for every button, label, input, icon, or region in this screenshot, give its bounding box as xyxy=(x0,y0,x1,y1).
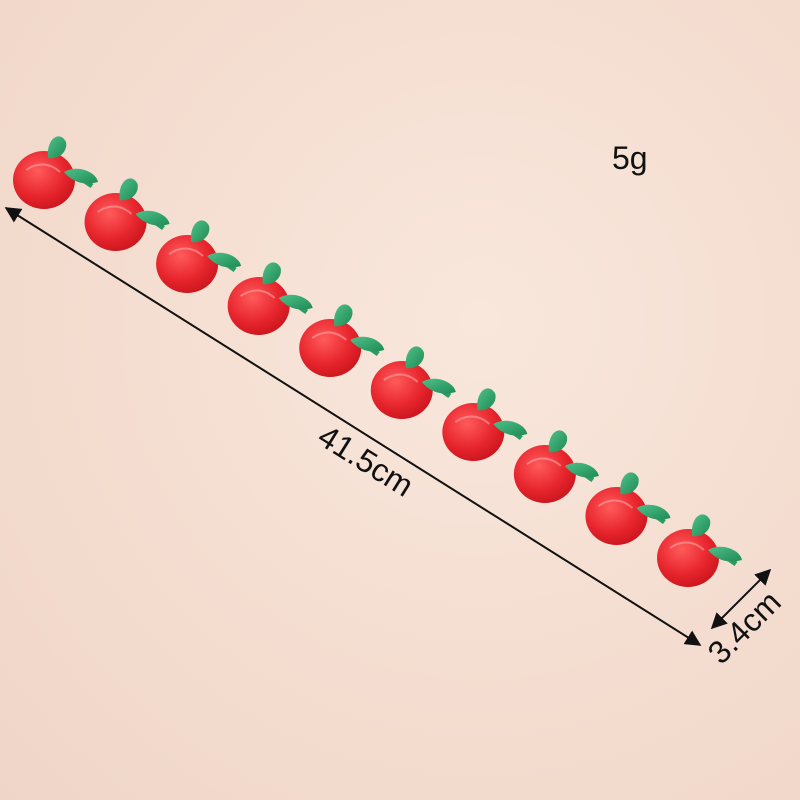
leaf-icon xyxy=(708,546,742,562)
apple-trim-row xyxy=(13,136,742,587)
apple-motif xyxy=(13,136,98,209)
leaf-icon xyxy=(691,514,711,537)
apple-motif xyxy=(513,430,599,503)
leaf-icon xyxy=(620,472,639,495)
leaf-icon xyxy=(47,136,67,159)
apple-highlight xyxy=(25,163,61,173)
leaf-icon xyxy=(190,220,210,243)
leaf-icon xyxy=(262,262,281,285)
width-measure-line xyxy=(710,568,772,630)
apple-motif xyxy=(156,220,242,293)
apple-motif xyxy=(227,262,313,335)
apple-motif xyxy=(442,388,528,461)
apple-shape xyxy=(299,319,362,377)
apple-shape xyxy=(227,277,290,335)
length-label: 41.5cm xyxy=(312,418,420,504)
apple-shape xyxy=(442,403,505,461)
weight-label: 5g xyxy=(612,140,648,176)
apple-shape xyxy=(657,529,719,587)
apple-motif xyxy=(370,346,456,419)
apple-shape xyxy=(13,151,75,209)
apple-shape xyxy=(370,361,433,419)
apple-shape xyxy=(84,193,147,251)
leaf-icon xyxy=(548,430,568,453)
apple-shape xyxy=(156,235,219,293)
apple-motif xyxy=(585,472,671,545)
apple-motif xyxy=(657,514,742,587)
leaf-icon xyxy=(64,168,98,184)
apple-shape xyxy=(513,445,576,503)
leaf-icon xyxy=(334,304,353,327)
leaf-icon xyxy=(119,178,138,201)
length-measure-line xyxy=(4,207,702,646)
leaf-icon xyxy=(477,388,496,411)
apple-motif xyxy=(299,304,385,377)
apple-motif xyxy=(84,178,170,251)
leaf-icon xyxy=(405,346,425,369)
apple-shape xyxy=(585,487,648,545)
